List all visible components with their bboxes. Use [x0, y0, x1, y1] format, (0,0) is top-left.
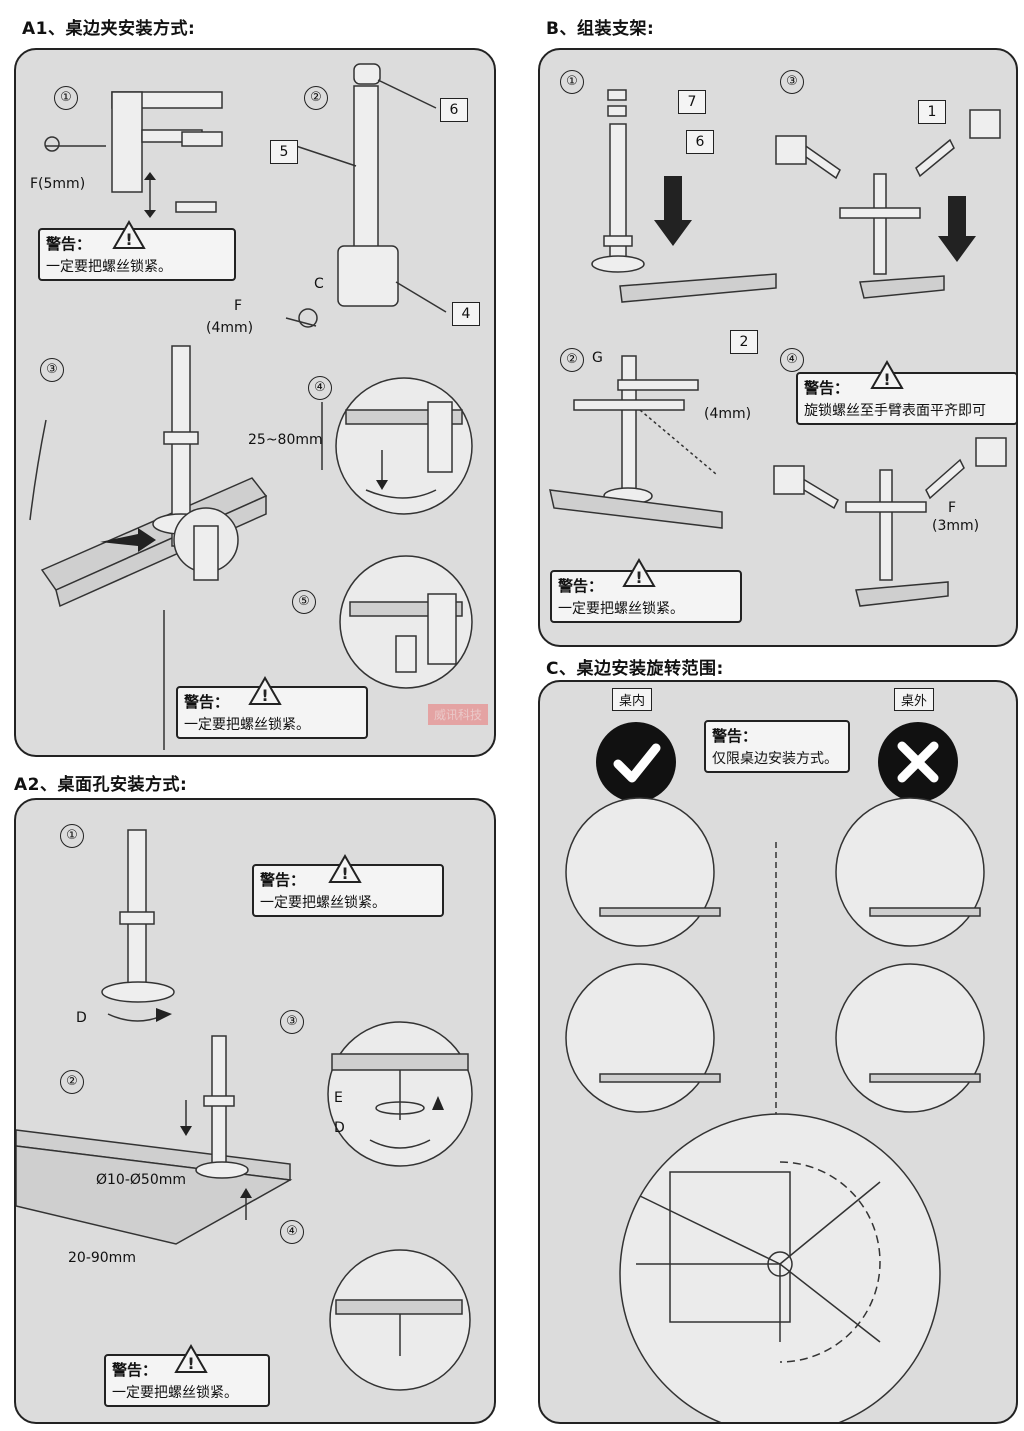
step-3: ③: [40, 358, 64, 382]
warning-icon: !: [248, 675, 282, 705]
b-illustration: [549, 89, 1007, 607]
a2-illustration: [16, 829, 473, 1391]
f-label: F: [948, 500, 957, 516]
warning-title: 警告：: [46, 235, 92, 253]
section-b-title: B、组装支架:: [546, 19, 655, 39]
warning-a2-bottom: 警告： 一定要把螺丝锁紧。: [104, 1354, 270, 1407]
g-label: G: [592, 350, 603, 366]
warning-title: 警告：: [712, 727, 758, 745]
part-6-box: 6: [686, 130, 714, 154]
warning-icon: !: [328, 853, 362, 883]
d-label: D: [76, 1010, 87, 1026]
warning-text: 一定要把螺丝锁紧。: [558, 601, 684, 617]
step-2: ②: [560, 348, 584, 372]
f5-label: F(5mm): [30, 176, 86, 192]
step-2: ②: [60, 1070, 84, 1094]
step-1: ①: [560, 70, 584, 94]
svg-text:!: !: [261, 686, 268, 705]
warning-text: 一定要把螺丝锁紧。: [260, 895, 386, 911]
step-1: ①: [60, 824, 84, 848]
step-1: ①: [54, 86, 78, 110]
part-2-box: 2: [730, 330, 758, 354]
warning-text: 一定要把螺丝锁紧。: [46, 259, 172, 275]
step-2: ②: [304, 86, 328, 110]
warning-a1-bottom: 警告： 一定要把螺丝锁紧。: [176, 686, 368, 739]
warning-title: 警告：: [184, 693, 230, 711]
warning-icon: !: [870, 359, 904, 389]
warning-b-flush: 警告： 旋锁螺丝至手臂表面平齐即可: [796, 372, 1016, 425]
panel-c: 桌内 桌外 警告： 仅限桌边安装方式。: [538, 680, 1018, 1424]
warning-title: 警告：: [804, 379, 850, 397]
c-illustration: [565, 797, 985, 1422]
d2-label: D: [334, 1120, 345, 1136]
step-4: ④: [780, 348, 804, 372]
warning-title: 警告：: [260, 871, 306, 889]
svg-text:!: !: [341, 864, 348, 883]
part-6-box: 6: [440, 98, 468, 122]
section-c-title: C、桌边安装旋转范围:: [546, 659, 724, 679]
svg-text:!: !: [187, 1354, 194, 1373]
warning-text: 一定要把螺丝锁紧。: [184, 717, 310, 733]
mm4-label: (4mm): [704, 406, 752, 422]
range-label: 25~80mm: [248, 432, 323, 448]
mm3-label: (3mm): [932, 518, 980, 534]
step-5: ⑤: [292, 590, 316, 614]
a1-illustration: [29, 63, 473, 750]
outside-badge: 桌外: [894, 688, 935, 711]
thickness-label: 20-90mm: [68, 1250, 136, 1266]
svg-text:!: !: [125, 230, 132, 249]
part-5-box: 5: [270, 140, 298, 164]
f-label: F: [234, 298, 243, 314]
warning-icon: !: [112, 219, 146, 249]
panel-a2: ① ② ③ ④ D E D Ø10-Ø50mm 20-90mm 警告： 一定要把…: [14, 798, 496, 1424]
warning-a1-top: 警告： 一定要把螺丝锁紧。: [38, 228, 236, 281]
section-a1-title: A1、桌边夹安装方式:: [22, 19, 196, 39]
part-7-box: 7: [678, 90, 706, 114]
cross-icon: [878, 722, 958, 802]
warning-text: 一定要把螺丝锁紧。: [112, 1385, 238, 1401]
hole-size-label: Ø10-Ø50mm: [96, 1172, 186, 1188]
svg-text:!: !: [883, 370, 890, 389]
c-label: C: [314, 276, 324, 292]
step-4: ④: [280, 1220, 304, 1244]
section-a2-title: A2、桌面孔安装方式:: [14, 775, 188, 795]
e-label: E: [334, 1090, 343, 1106]
warning-b-tighten: 警告： 一定要把螺丝锁紧。: [550, 570, 742, 623]
watermark: 威讯科技: [428, 704, 489, 725]
inside-badge: 桌内: [612, 688, 653, 711]
step-3: ③: [280, 1010, 304, 1034]
f4-label: (4mm): [206, 320, 254, 336]
warning-text: 旋锁螺丝至手臂表面平齐即可: [804, 403, 986, 419]
warning-icon: !: [622, 557, 656, 587]
warning-title: 警告：: [558, 577, 604, 595]
part-4-box: 4: [452, 302, 480, 326]
warning-text: 仅限桌边安装方式。: [712, 751, 838, 767]
panel-b: ① ③ ② ④ 7 6 1 2 G (4mm) F (3mm: [538, 48, 1018, 647]
warning-title: 警告：: [112, 1361, 158, 1379]
part-1-box: 1: [918, 100, 946, 124]
warning-icon: !: [174, 1343, 208, 1373]
check-icon: [596, 722, 676, 802]
warning-c: 警告： 仅限桌边安装方式。: [704, 720, 850, 773]
svg-text:!: !: [635, 568, 642, 587]
panel-a1: ① ② ③ ④ ⑤: [14, 48, 496, 757]
step-3: ③: [780, 70, 804, 94]
step-4: ④: [308, 376, 332, 400]
